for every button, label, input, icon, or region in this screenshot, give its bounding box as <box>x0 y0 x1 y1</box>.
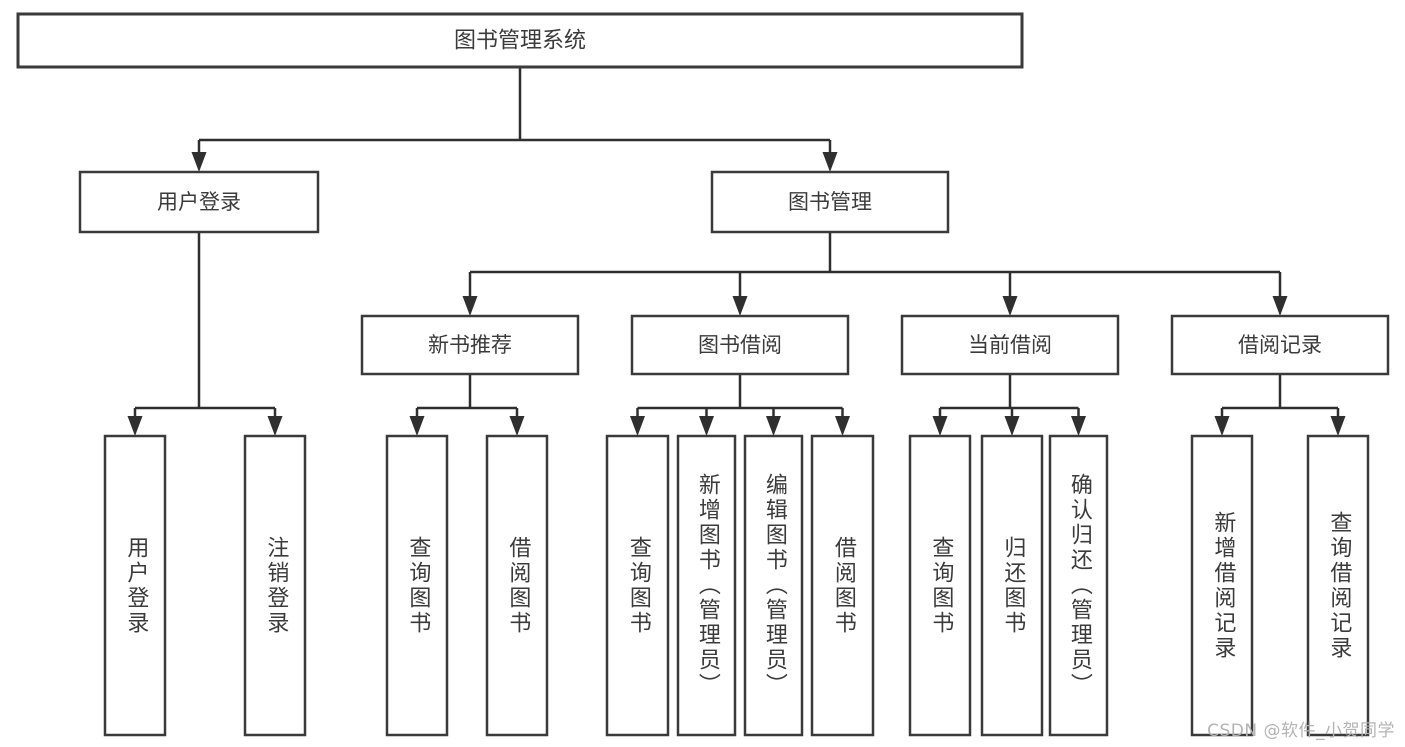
node-box-leaf-user-login <box>103 434 167 737</box>
node-leaf-cur-return[interactable] <box>980 434 1044 737</box>
arrow-head-leaf-rec-borrow <box>509 416 525 436</box>
arrow-head-book-manage <box>822 152 838 172</box>
node-box-leaf-rec-add <box>1190 434 1254 737</box>
arrow-head-user-login <box>191 152 207 172</box>
node-leaf-borrow-edit[interactable] <box>743 434 804 737</box>
node-label-book-borrow: 图书借阅 <box>698 333 782 357</box>
node-current-borrow[interactable]: 当前借阅 <box>900 314 1120 376</box>
node-leaf-rec-add[interactable] <box>1190 434 1254 737</box>
node-box-leaf-borrow-add <box>676 434 737 737</box>
node-box-book-borrow <box>630 314 850 376</box>
node-label-book-manage: 图书管理 <box>788 190 872 214</box>
node-label-new-book-rec: 新书推荐 <box>428 333 512 357</box>
node-label-user-login: 用户登录 <box>157 190 241 214</box>
node-book-borrow[interactable]: 图书借阅 <box>630 314 850 376</box>
watermark: CSDN @软件_小贺同学 <box>1207 721 1395 741</box>
node-leaf-user-login[interactable] <box>103 434 167 737</box>
node-leaf-borrow-query[interactable] <box>605 434 670 737</box>
node-box-leaf-borrow-edit <box>743 434 804 737</box>
connector-layer <box>127 67 1346 436</box>
arrow-head-leaf-borrow-do <box>835 416 850 436</box>
arrow-head-current-borrow <box>1002 296 1018 316</box>
arrow-head-borrow-record <box>1272 296 1288 316</box>
node-box-leaf-user-logout <box>243 434 307 737</box>
arrow-head-leaf-rec-query <box>409 416 425 436</box>
node-box-leaf-cur-return <box>980 434 1044 737</box>
node-box-leaf-borrow-do <box>810 434 875 737</box>
node-box-leaf-borrow-query <box>605 434 670 737</box>
arrow-head-leaf-user-logout <box>267 416 283 436</box>
node-leaf-cur-query[interactable] <box>908 434 972 737</box>
node-box-current-borrow <box>900 314 1120 376</box>
node-box-new-book-rec <box>360 314 580 376</box>
node-leaf-rec-query[interactable] <box>385 434 449 737</box>
node-leaf-rec-search[interactable] <box>1306 434 1370 737</box>
node-label-root: 图书管理系统 <box>454 29 586 54</box>
node-leaf-rec-borrow[interactable] <box>485 434 549 737</box>
node-box-leaf-cur-confirm <box>1048 434 1109 737</box>
node-leaf-cur-confirm[interactable] <box>1048 434 1109 737</box>
node-label-current-borrow: 当前借阅 <box>968 333 1052 357</box>
node-borrow-record[interactable]: 借阅记录 <box>1170 314 1390 376</box>
node-box-leaf-rec-search <box>1306 434 1370 737</box>
arrow-head-leaf-rec-add <box>1214 416 1230 436</box>
arrow-head-leaf-cur-confirm <box>1071 416 1086 436</box>
arrow-head-leaf-cur-return <box>1004 416 1020 436</box>
node-leaf-borrow-add[interactable] <box>676 434 737 737</box>
node-box-leaf-cur-query <box>908 434 972 737</box>
node-leaf-user-logout[interactable] <box>243 434 307 737</box>
node-book-manage[interactable]: 图书管理 <box>710 170 950 234</box>
node-root[interactable]: 图书管理系统 <box>16 12 1024 69</box>
node-box-book-manage <box>710 170 950 234</box>
node-box-borrow-record <box>1170 314 1390 376</box>
arrow-head-leaf-rec-search <box>1330 416 1346 436</box>
arrow-head-new-book-rec <box>462 296 478 316</box>
arrow-head-leaf-borrow-add <box>699 416 714 436</box>
node-box-root <box>16 12 1024 69</box>
node-box-user-login <box>78 170 320 234</box>
node-label-borrow-record: 借阅记录 <box>1238 333 1322 357</box>
node-box-leaf-rec-borrow <box>485 434 549 737</box>
arrow-head-leaf-user-login <box>127 416 143 436</box>
node-user-login[interactable]: 用户登录 <box>78 170 320 234</box>
arrow-head-leaf-cur-query <box>932 416 948 436</box>
node-box-leaf-rec-query <box>385 434 449 737</box>
node-new-book-rec[interactable]: 新书推荐 <box>360 314 580 376</box>
arrow-head-leaf-borrow-query <box>630 416 645 436</box>
node-leaf-borrow-do[interactable] <box>810 434 875 737</box>
arrow-head-leaf-borrow-edit <box>766 416 781 436</box>
arrow-head-book-borrow <box>732 296 748 316</box>
